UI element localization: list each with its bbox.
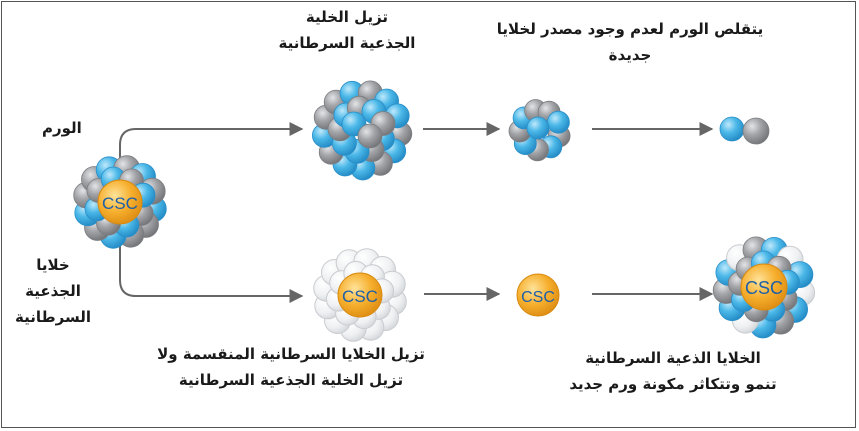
- regrown-tumor: CSC: [712, 236, 816, 339]
- bottom-step2-label: الخلايا الذعية السرطانية تنمو وتتكاثر مك…: [569, 349, 777, 393]
- tumor-without-csc: [311, 80, 413, 181]
- blue-cell: [526, 116, 550, 140]
- gray-cell: [742, 117, 770, 145]
- csc-cell: [337, 272, 383, 318]
- bottom-step1-label: تزيل الخلايا السرطانية المنقسمة ولا تزيل…: [157, 345, 425, 389]
- origin-tumor: CSC: [73, 155, 167, 249]
- blue-cell: [719, 116, 745, 142]
- top-step1-label: تزيل الخلية الجذعية السرطانية: [278, 8, 416, 52]
- csc-cell: [97, 179, 143, 225]
- csc-cell: [516, 273, 560, 317]
- csc-label: خلايا الجذعية السرطانية: [15, 256, 91, 326]
- csc-cell-label: CSC: [102, 194, 138, 213]
- lone-csc: CSC: [516, 273, 560, 317]
- lower-branch-arrow: [119, 230, 304, 303]
- gray-cell: [357, 123, 383, 149]
- csc-cell-label: CSC: [745, 278, 783, 298]
- tumor-label: الورم: [42, 119, 82, 137]
- csc-cell: [740, 263, 788, 311]
- remaining-cells: [719, 116, 770, 145]
- top-step2-label: يتقلص الورم لعدم وجود مصدر لخلايا جديدة: [496, 20, 764, 64]
- blue-cell: [547, 110, 570, 134]
- csc-cell-label: CSC: [342, 287, 378, 306]
- shrinking-tumor: [508, 99, 571, 162]
- csc-cell-label: CSC: [521, 289, 555, 306]
- upper-branch-arrow: [119, 122, 304, 177]
- surviving-csc-cluster: CSC: [313, 248, 407, 342]
